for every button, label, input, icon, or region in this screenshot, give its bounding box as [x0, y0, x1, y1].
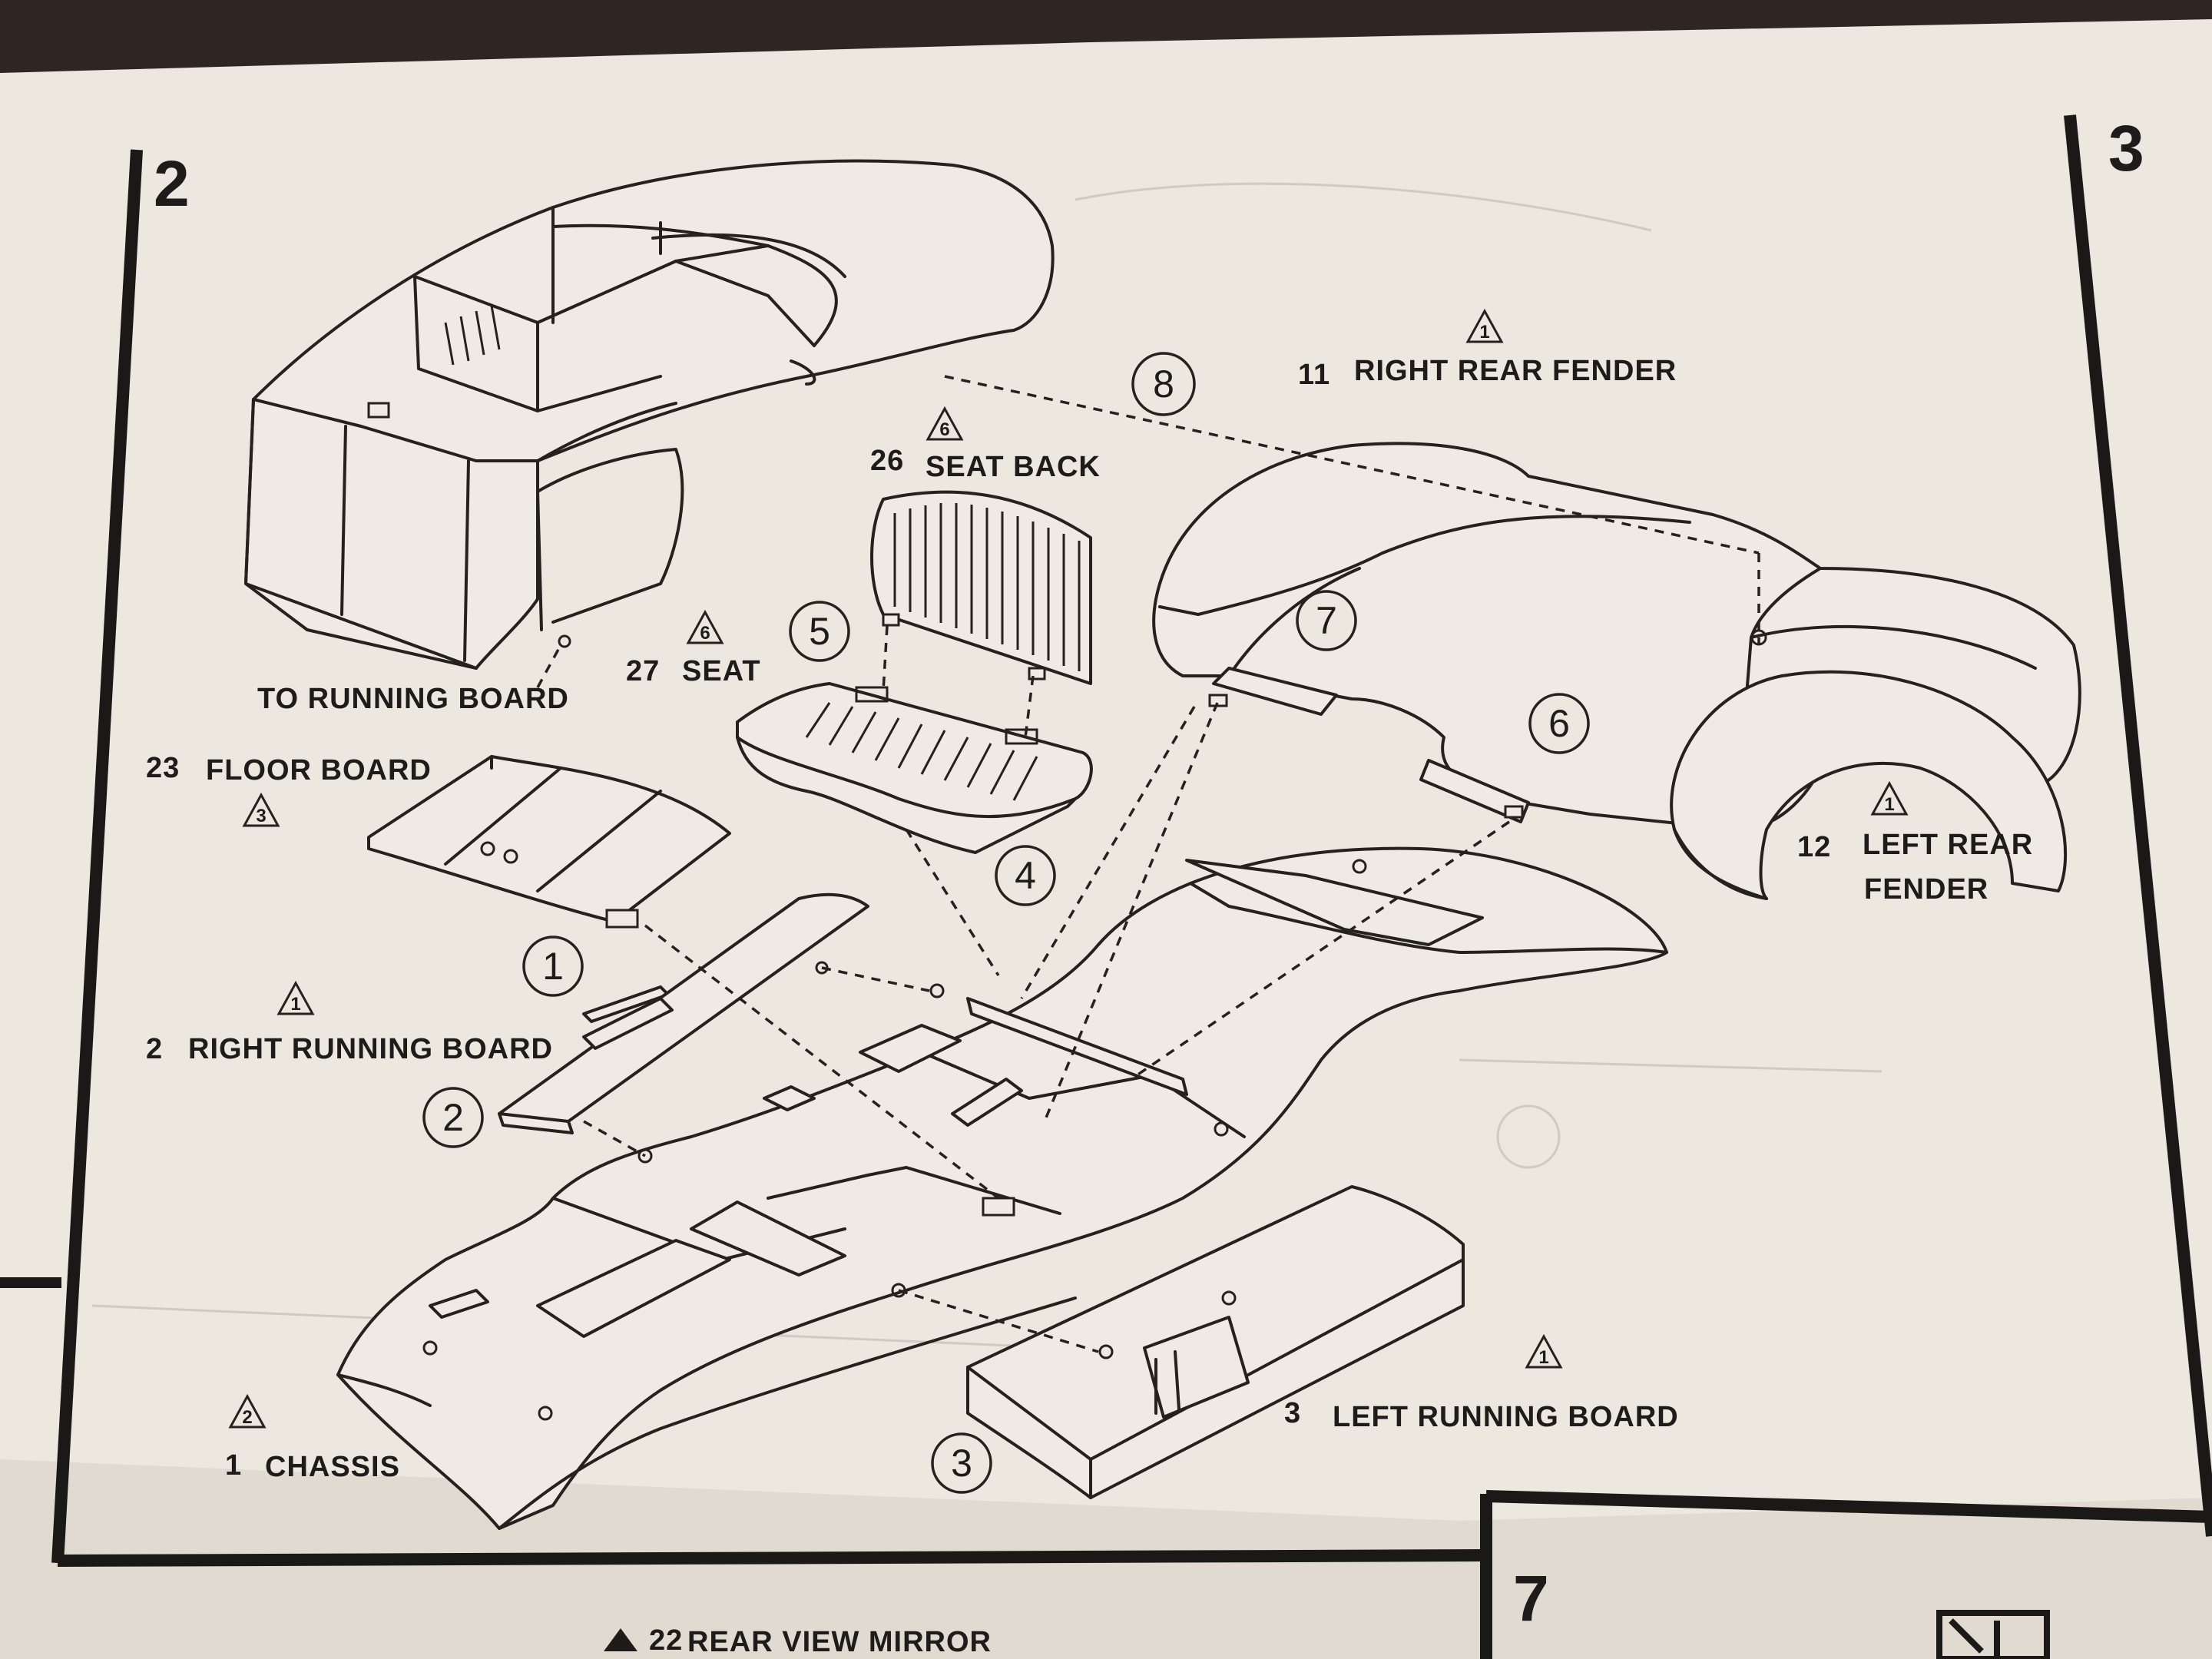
- seat-slot-right: [1005, 728, 1038, 745]
- seat-slot-left: [855, 686, 889, 703]
- callout-2: 2: [422, 1087, 484, 1148]
- svg-text:1: 1: [1884, 794, 1894, 815]
- caution-triangle-seat: 6: [686, 609, 724, 644]
- body-mount-peg: [558, 634, 571, 648]
- caution-triangle-chassis: 2: [228, 1393, 267, 1429]
- label-left-rear-fender: 12 LEFT REAR FENDER: [1797, 829, 2033, 906]
- svg-text:7: 7: [1316, 599, 1337, 642]
- label-seat-back: 26 SEAT BACK: [870, 445, 1101, 483]
- step-3-panel-border: [2064, 114, 2212, 1537]
- svg-text:CHASSIS: CHASSIS: [265, 1451, 400, 1483]
- svg-text:2: 2: [442, 1096, 464, 1139]
- label-left-running-board: 3 LEFT RUNNING BOARD: [1284, 1397, 1679, 1433]
- label-chassis: 1 CHASSIS: [225, 1449, 400, 1483]
- step-number-7: 7: [1513, 1562, 1549, 1634]
- svg-text:SEAT BACK: SEAT BACK: [926, 451, 1101, 483]
- svg-text:6: 6: [1548, 702, 1570, 745]
- step-number-3: 3: [2108, 112, 2144, 184]
- left-board-hole-1: [1098, 1344, 1114, 1359]
- left-running-board-drawing: [966, 1185, 1465, 1499]
- label-to-running-board: TO RUNNING BOARD: [257, 683, 569, 715]
- callout-3: 3: [931, 1432, 992, 1494]
- chassis-tab-1: [982, 1197, 1015, 1217]
- step-number-2: 2: [154, 147, 190, 220]
- assembly-guide-lines: [536, 375, 1760, 1353]
- svg-text:FENDER: FENDER: [1864, 873, 1988, 906]
- chassis-hole-3: [1214, 1121, 1229, 1137]
- floor-board-hole-1: [480, 841, 495, 856]
- svg-text:4: 4: [1015, 854, 1036, 897]
- seat-drawing: [736, 682, 1093, 854]
- svg-text:RIGHT REAR FENDER: RIGHT REAR FENDER: [1354, 355, 1677, 387]
- chassis-hole-1: [929, 983, 945, 998]
- svg-text:3: 3: [1284, 1397, 1301, 1429]
- floor-board-drawing: [367, 755, 731, 929]
- svg-text:8: 8: [1153, 363, 1174, 406]
- svg-text:LEFT RUNNING BOARD: LEFT RUNNING BOARD: [1333, 1401, 1679, 1433]
- svg-text:3: 3: [951, 1442, 972, 1485]
- caution-triangle-right-rear-fender: 1: [1465, 308, 1504, 343]
- chassis-hole-4: [891, 1283, 906, 1298]
- svg-text:1: 1: [290, 994, 300, 1015]
- body-shell-drawing: [244, 159, 1055, 670]
- svg-text:1: 1: [1538, 1347, 1548, 1368]
- svg-text:RIGHT RUNNING BOARD: RIGHT RUNNING BOARD: [188, 1033, 553, 1065]
- chassis-hole-7: [1352, 859, 1367, 874]
- callout-1: 1: [522, 935, 584, 997]
- svg-text:6: 6: [939, 419, 949, 440]
- filled-triangle-icon: [604, 1628, 637, 1651]
- svg-text:FLOOR BOARD: FLOOR BOARD: [206, 754, 432, 786]
- fender-tab-peg-right: [1208, 694, 1228, 707]
- label-right-rear-fender: 11 RIGHT REAR FENDER: [1298, 355, 1677, 391]
- fender-tab-peg-left: [1504, 805, 1524, 819]
- corner-symbol-box: [1936, 1610, 2050, 1659]
- svg-text:3: 3: [256, 806, 266, 826]
- svg-text:23: 23: [146, 752, 180, 784]
- chassis-hole-5: [422, 1340, 438, 1356]
- svg-text:REAR VIEW MIRROR: REAR VIEW MIRROR: [687, 1626, 992, 1658]
- floor-board-hole-2: [503, 849, 518, 864]
- chassis-hole-2: [637, 1148, 653, 1164]
- body-hinge-marker: [367, 402, 390, 419]
- label-seat: 27 SEAT: [626, 655, 761, 687]
- callout-6: 6: [1528, 693, 1590, 754]
- floor-board-tab: [605, 909, 639, 929]
- svg-text:11: 11: [1298, 359, 1330, 391]
- svg-text:26: 26: [870, 445, 904, 477]
- caution-triangle-left-running-board: 1: [1525, 1333, 1563, 1369]
- svg-text:2: 2: [242, 1407, 252, 1428]
- caution-triangle-seat-back: 6: [926, 406, 964, 441]
- step-7-panel-border: [1480, 1490, 2212, 1659]
- chassis-drawing: [336, 846, 1668, 1530]
- caution-triangle-floor-board: 3: [242, 792, 280, 827]
- svg-text:6: 6: [700, 623, 710, 644]
- left-board-hole-2: [1221, 1290, 1237, 1306]
- chassis-hole-6: [538, 1406, 553, 1421]
- svg-text:1: 1: [542, 945, 564, 988]
- svg-text:12: 12: [1797, 831, 1831, 863]
- svg-text:27: 27: [626, 655, 660, 687]
- svg-text:SEAT: SEAT: [682, 655, 761, 687]
- footer-part-label: 22 REAR VIEW MIRROR: [604, 1624, 992, 1658]
- svg-text:5: 5: [809, 610, 830, 653]
- seat-back-drawing: [870, 490, 1092, 685]
- svg-text:LEFT REAR: LEFT REAR: [1863, 829, 2033, 861]
- seat-back-peg-left: [882, 613, 900, 627]
- caution-triangle-right-running-board: 1: [276, 980, 315, 1015]
- callout-8: 8: [1131, 352, 1196, 416]
- svg-text:2: 2: [146, 1033, 163, 1065]
- label-right-running-board: 2 RIGHT RUNNING BOARD: [146, 1033, 553, 1065]
- callout-4: 4: [995, 845, 1056, 906]
- svg-text:1: 1: [225, 1449, 242, 1482]
- svg-text:1: 1: [1479, 322, 1489, 343]
- step-2-panel-border: [51, 149, 1487, 1567]
- rear-fender-assembly-drawing: [1152, 442, 2081, 900]
- callout-7: 7: [1296, 590, 1357, 651]
- callout-5: 5: [789, 601, 850, 662]
- caution-triangle-left-rear-fender: 1: [1870, 780, 1909, 816]
- label-floor-board: 23 FLOOR BOARD: [146, 752, 432, 786]
- svg-text:22: 22: [649, 1624, 683, 1657]
